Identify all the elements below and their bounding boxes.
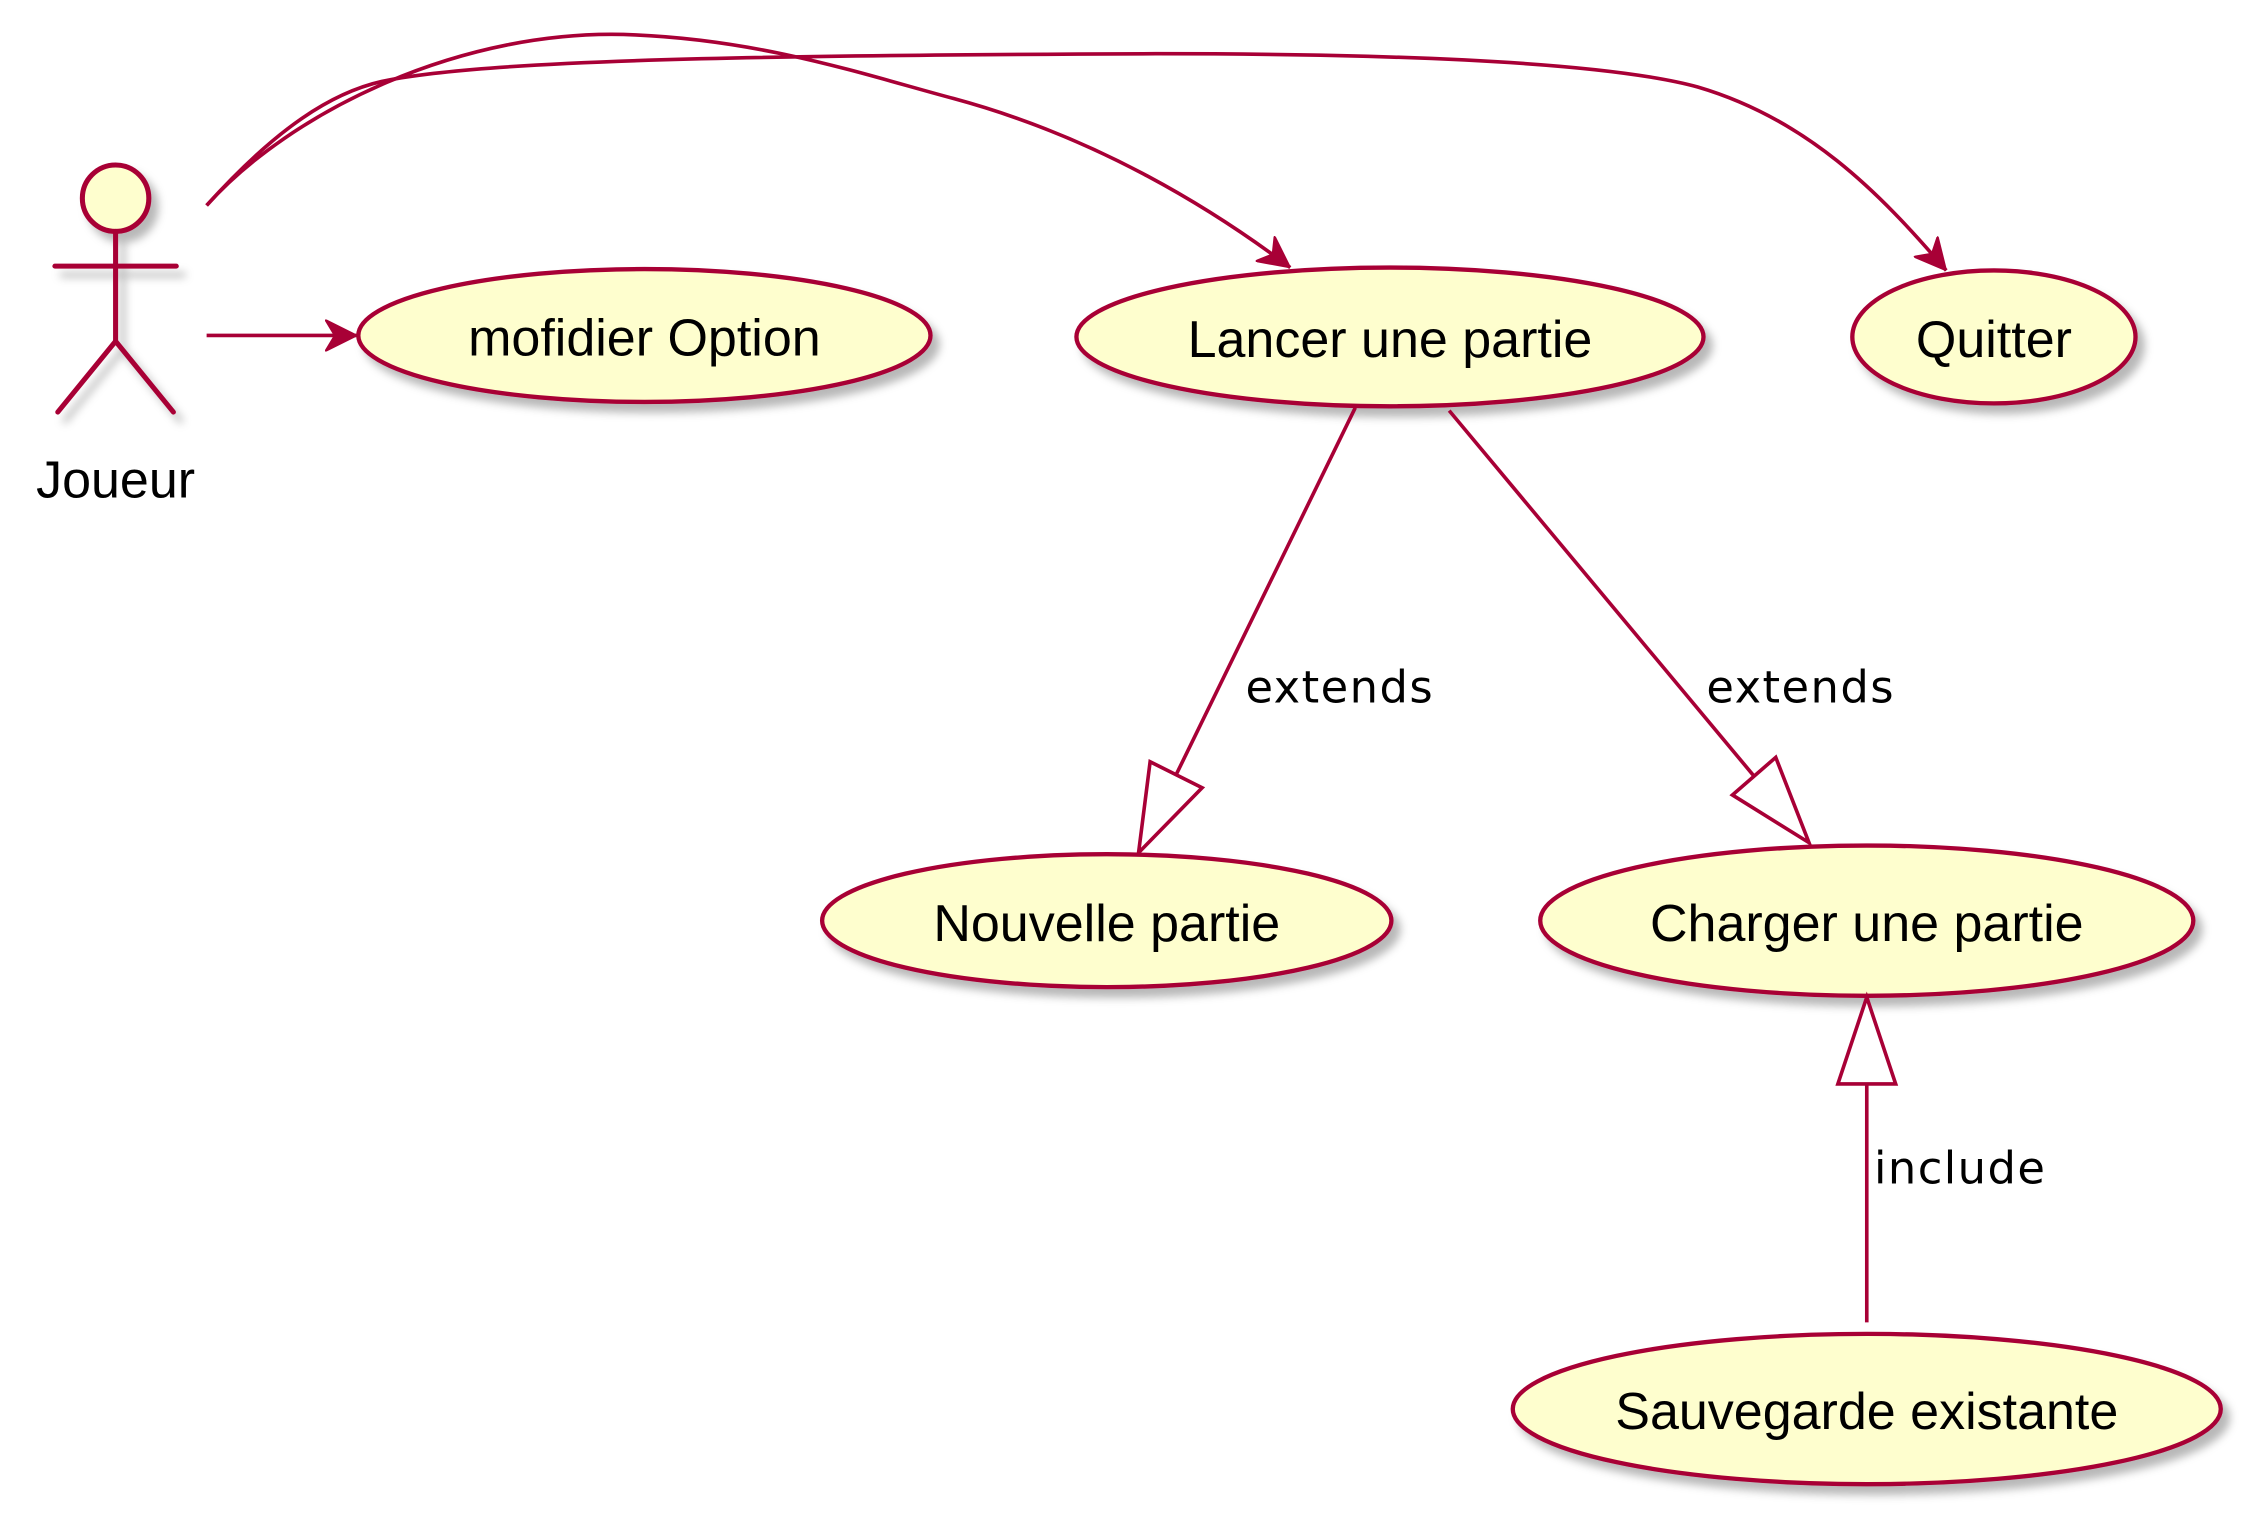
extends-line-charger <box>1447 409 1756 778</box>
include-arrowhead <box>1835 991 1899 1086</box>
use-case-label: mofidier Option <box>468 310 821 368</box>
extends-line-nouvelle <box>1174 406 1357 776</box>
include-label: include <box>1874 1142 2046 1195</box>
use-case-modifier-option: mofidier Option <box>356 266 933 405</box>
actor-label: Joueur <box>36 451 195 509</box>
actor-joueur <box>52 162 179 415</box>
extends-arrowhead-charger <box>1729 754 1813 848</box>
use-case-sauvegarde-existante: Sauvegarde existante <box>1510 1331 2223 1487</box>
use-case-label: Nouvelle partie <box>933 895 1280 953</box>
use-case-lancer-partie: Lancer une partie <box>1074 265 1706 409</box>
use-case-label: Sauvegarde existante <box>1615 1383 2118 1441</box>
use-case-label: Quitter <box>1916 311 2072 369</box>
use-case-label: Lancer une partie <box>1188 311 1593 369</box>
actor-left-leg <box>55 338 119 415</box>
use-case-nouvelle-partie: Nouvelle partie <box>819 852 1394 990</box>
arrow-joueur-to-quitter <box>205 51 1948 271</box>
actor-head <box>79 162 152 234</box>
use-case-quitter: Quitter <box>1850 268 2138 406</box>
extends-label-nouvelle: extends <box>1245 660 1434 713</box>
arrow-joueur-to-lancer-partie <box>205 32 1291 270</box>
use-case-label: Charger une partie <box>1650 895 2084 953</box>
extends-arrowhead-nouvelle <box>1136 758 1206 858</box>
extends-label-charger: extends <box>1706 660 1895 713</box>
actor-right-leg <box>113 338 176 415</box>
use-case-charger-partie: Charger une partie <box>1538 843 2196 998</box>
